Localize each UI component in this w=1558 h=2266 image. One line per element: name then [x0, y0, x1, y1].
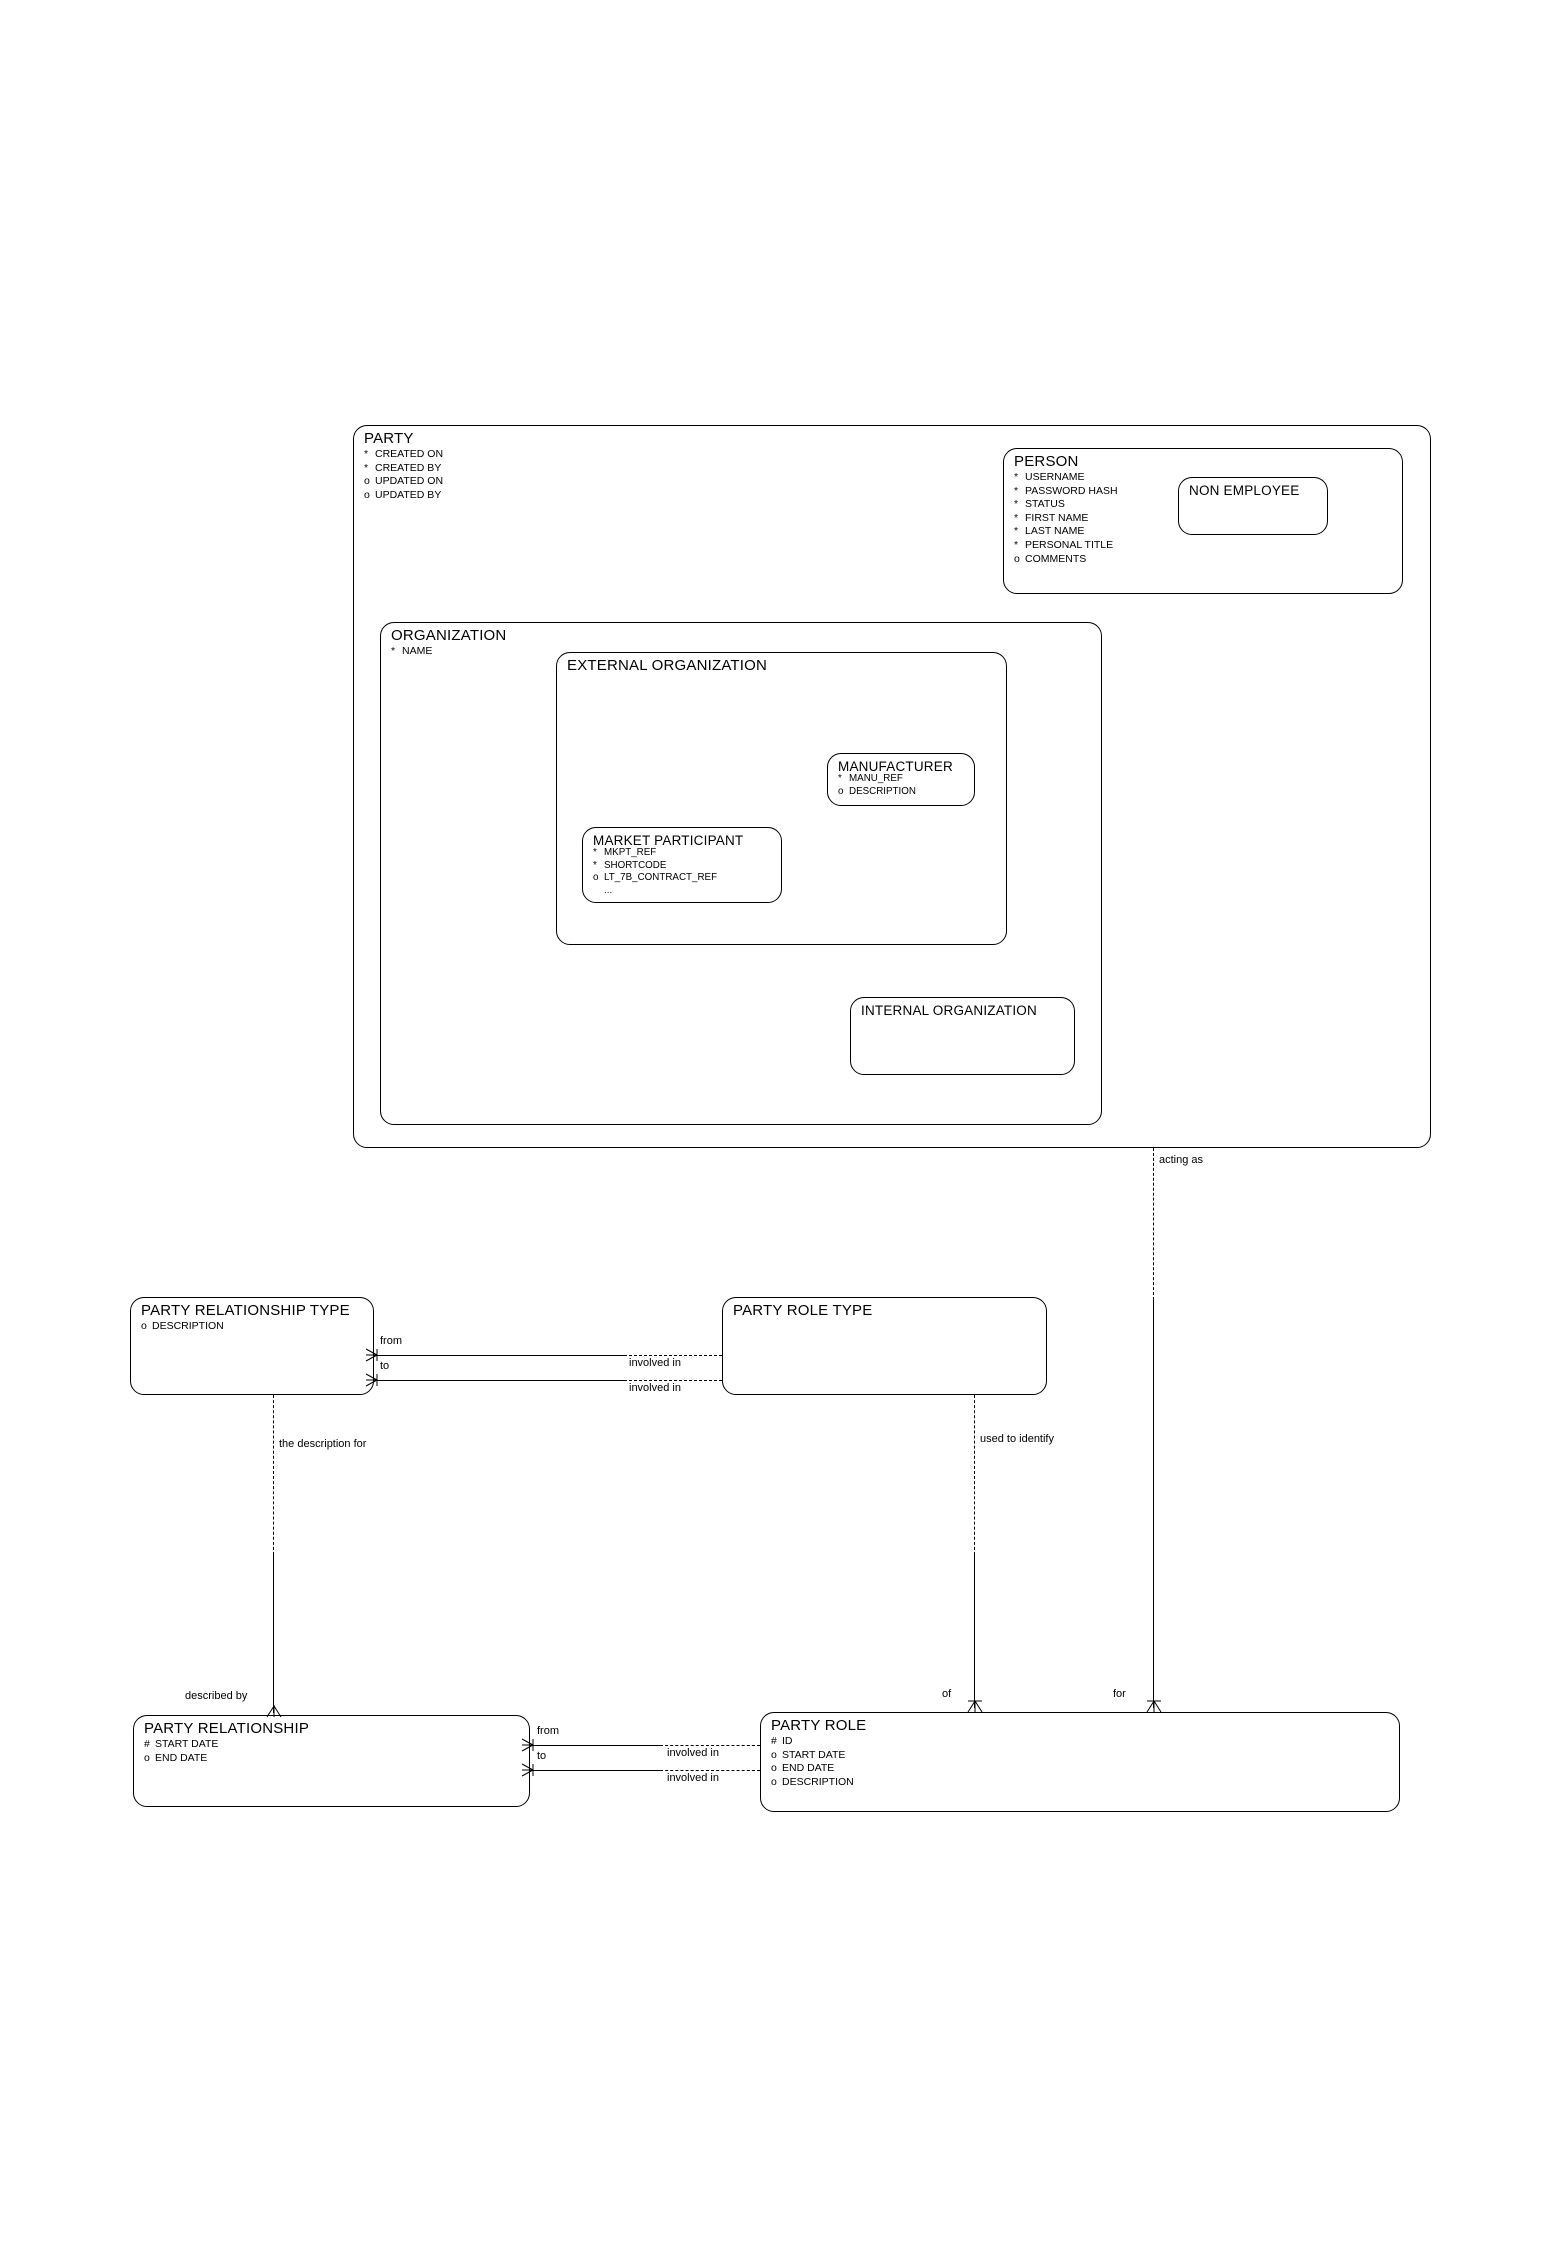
- entity-manufacturer-name: MANUFACTURER: [838, 759, 953, 774]
- crowsfoot-for: [1141, 1700, 1167, 1714]
- relationship-label-prt-from-involved-in: involved in: [629, 1357, 681, 1369]
- entity-organization[interactable]: ORGANIZATION *NAME: [380, 622, 1102, 1125]
- attribute-row: #ID: [771, 1735, 793, 1747]
- connector-acting-as-solid: [1153, 1300, 1154, 1708]
- relationship-label-prt-to-involved-in: involved in: [629, 1382, 681, 1394]
- attribute-row: *CREATED BY: [364, 461, 442, 474]
- attribute-row: *SHORTCODE: [593, 859, 667, 871]
- relationship-label-pr-from: from: [537, 1725, 559, 1737]
- crowsfoot-prt-to: [365, 1369, 388, 1391]
- entity-external-organization-name: EXTERNAL ORGANIZATION: [567, 657, 768, 674]
- attribute-row: *CREATED ON: [364, 448, 444, 460]
- attribute-row: *MANU_REF: [838, 773, 903, 784]
- entity-non-employee[interactable]: NON EMPLOYEE: [1178, 477, 1328, 535]
- relationship-label-prt-from: from: [380, 1335, 402, 1347]
- attribute-row: *STATUS: [1014, 498, 1065, 511]
- entity-market-participant[interactable]: MARKET PARTICIPANT *MKPT_REF *SHORTCODE …: [582, 827, 782, 903]
- connector-prt-from-solid: [374, 1355, 624, 1356]
- relationship-label-prt-to: to: [380, 1360, 390, 1372]
- entity-party-relationship-name: PARTY RELATIONSHIP: [144, 1720, 310, 1737]
- relationship-label-for: for: [1113, 1688, 1126, 1700]
- entity-party-role-name: PARTY ROLE: [771, 1717, 867, 1734]
- attribute-row: *PERSONAL TITLE: [1014, 538, 1114, 551]
- entity-party-relationship-type-name: PARTY RELATIONSHIP TYPE: [141, 1302, 350, 1319]
- attribute-row: *PASSWORD HASH: [1014, 484, 1118, 497]
- connector-acting-as-dashed: [1153, 1148, 1154, 1300]
- connector-pr-from-dashed: [660, 1745, 760, 1746]
- connector-prt-to-dashed: [624, 1380, 722, 1381]
- crowsfoot-pr-to: [521, 1759, 544, 1781]
- entity-person-attributes: *USERNAME *PASSWORD HASH *STATUS *FIRST …: [1014, 471, 1118, 566]
- relationship-label-acting-as: acting as: [1159, 1154, 1204, 1166]
- entity-internal-organization-name: INTERNAL ORGANIZATION: [861, 1003, 1037, 1018]
- relationship-label-described-by: described by: [185, 1690, 248, 1702]
- crowsfoot-of: [962, 1700, 988, 1714]
- entity-non-employee-name: NON EMPLOYEE: [1189, 483, 1300, 498]
- relationship-label-of: of: [942, 1688, 952, 1700]
- entity-internal-organization[interactable]: INTERNAL ORGANIZATION: [850, 997, 1075, 1075]
- entity-external-organization[interactable]: EXTERNAL ORGANIZATION: [556, 652, 1007, 945]
- attribute-row: *LAST NAME: [1014, 525, 1085, 538]
- connector-used-to-identify-dashed: [974, 1395, 975, 1555]
- relationship-label-pr-to: to: [537, 1750, 547, 1762]
- relationship-label-the-description-for: the description for: [279, 1438, 367, 1450]
- connector-description-for-solid: [273, 1555, 274, 1713]
- entity-party-role-type[interactable]: PARTY ROLE TYPE: [722, 1297, 1047, 1395]
- entity-person[interactable]: PERSON *USERNAME *PASSWORD HASH *STATUS …: [1003, 448, 1403, 594]
- entity-party-role-type-name: PARTY ROLE TYPE: [733, 1302, 873, 1319]
- connector-description-for-dashed: [273, 1395, 274, 1555]
- connector-used-to-identify-solid: [974, 1555, 975, 1708]
- connector-prt-to-solid: [374, 1380, 624, 1381]
- attribute-row: *USERNAME: [1014, 471, 1085, 483]
- attribute-row: *FIRST NAME: [1014, 511, 1089, 524]
- crowsfoot-prt-from: [365, 1344, 388, 1366]
- entity-market-participant-name: MARKET PARTICIPANT: [593, 833, 744, 848]
- connector-pr-to-dashed: [660, 1770, 760, 1771]
- relationship-label-used-to-identify: used to identify: [980, 1433, 1054, 1445]
- attribute-row: *NAME: [391, 645, 433, 657]
- attribute-row: *MKPT_REF: [593, 847, 657, 858]
- entity-party-name: PARTY: [364, 430, 414, 447]
- crowsfoot-pr-from: [521, 1734, 544, 1756]
- entity-person-name: PERSON: [1014, 453, 1079, 470]
- entity-organization-name: ORGANIZATION: [391, 627, 507, 644]
- connector-pr-from-solid: [530, 1745, 660, 1746]
- attribute-row: ...: [604, 884, 613, 896]
- connector-prt-from-dashed: [624, 1355, 722, 1356]
- connector-pr-to-solid: [530, 1770, 660, 1771]
- relationship-label-pr-from-involved-in: involved in: [667, 1747, 719, 1759]
- relationship-label-pr-to-involved-in: involved in: [667, 1772, 719, 1784]
- entity-organization-attributes: *NAME: [391, 645, 432, 659]
- attribute-row: #START DATE: [144, 1738, 219, 1750]
